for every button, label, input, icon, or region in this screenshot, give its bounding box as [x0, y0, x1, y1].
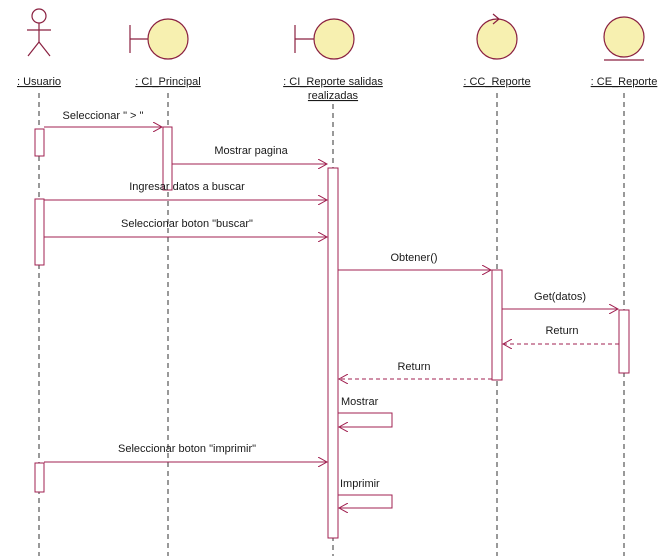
message-label-mostrar: Mostrar	[341, 396, 379, 408]
message-label-seleccionar: Seleccionar " > "	[63, 110, 144, 122]
activation-usuario-2	[34, 198, 45, 266]
boundary-ci-principal-icon	[129, 18, 189, 60]
message-label-imprimir-self: Imprimir	[340, 478, 380, 490]
actor-usuario-icon	[27, 8, 51, 57]
message-label-buscar: Seleccionar boton "buscar"	[121, 218, 253, 230]
activation-ce-reporte	[618, 309, 630, 374]
control-cc-reporte-icon	[476, 13, 518, 60]
object-label-ci-reporte-line2: realizadas	[308, 90, 359, 102]
boundary-ci-reporte-icon	[294, 18, 355, 60]
message-label-get-datos: Get(datos)	[534, 291, 586, 303]
activation-ci-reporte	[327, 167, 339, 539]
object-label-ci-reporte: : CI_Reporte salidas	[283, 76, 383, 88]
activation-ci-principal	[162, 126, 173, 191]
message-label-mostrar-pagina: Mostrar pagina	[214, 145, 288, 157]
object-label-ci-principal: : CI_Principal	[135, 76, 200, 88]
object-label-ce-reporte: : CE_Reporte	[591, 76, 658, 88]
message-label-ingresar-datos: Ingresar datos a buscar	[129, 181, 245, 193]
activation-usuario-1	[34, 128, 45, 157]
message-arrow-imprimir-self	[338, 494, 393, 508]
message-label-obtener: Obtener()	[390, 252, 437, 264]
message-label-imprimir: Seleccionar boton "imprimir"	[118, 443, 256, 455]
object-label-cc-reporte: : CC_Reporte	[463, 76, 530, 88]
message-label-return-ce: Return	[545, 325, 578, 337]
activation-usuario-3	[34, 462, 45, 493]
entity-ce-reporte-icon	[603, 16, 645, 61]
message-arrow-mostrar-self	[338, 412, 393, 427]
activation-cc-reporte	[491, 269, 503, 381]
object-label-usuario: : Usuario	[17, 76, 61, 88]
message-label-return-cc: Return	[397, 361, 430, 373]
